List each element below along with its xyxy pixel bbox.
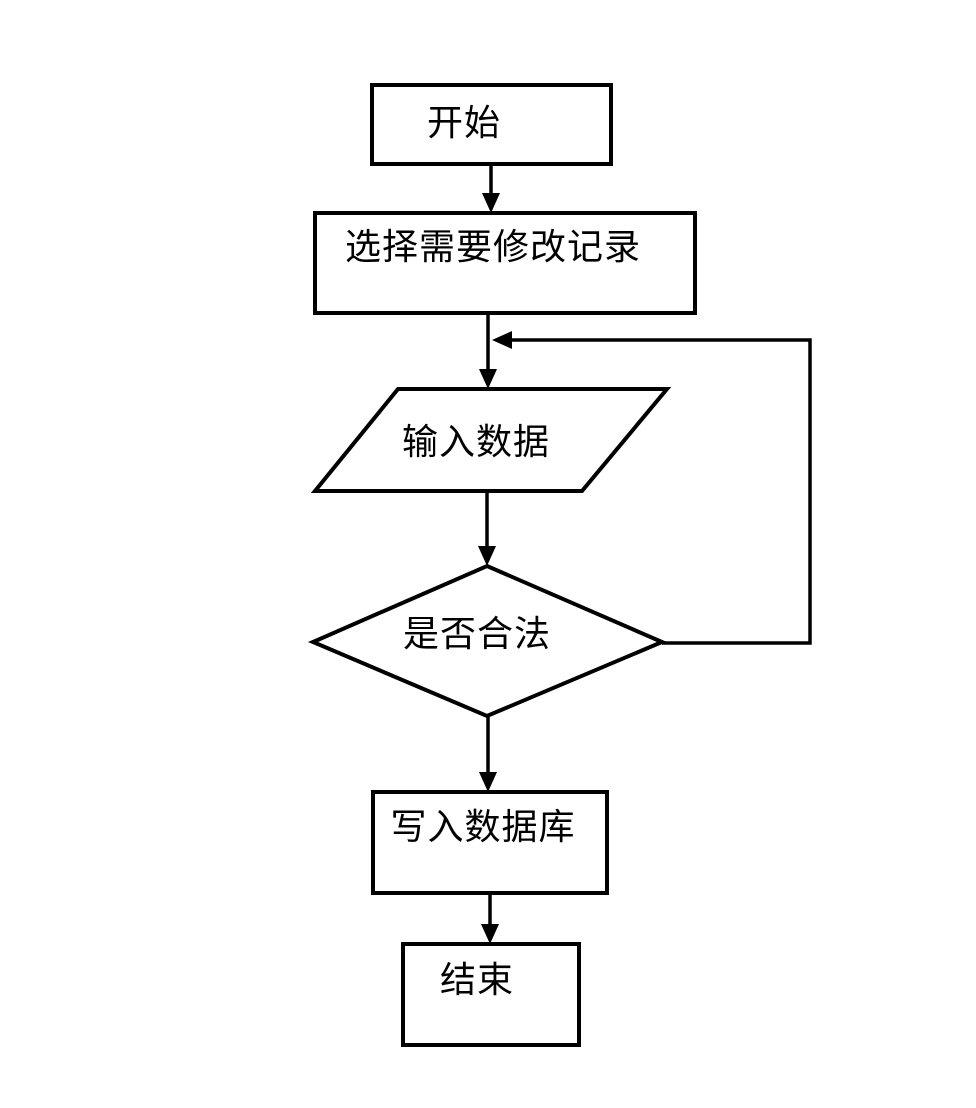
start-node-label: 开始 <box>426 103 501 143</box>
write-db-node-label: 写入数据库 <box>390 807 576 847</box>
input-data-node-shape <box>310 387 672 493</box>
arrowhead-write-to-end <box>481 924 499 944</box>
decision-node-shape <box>307 563 668 719</box>
arrowhead-input-to-decision <box>478 546 496 566</box>
arrowhead-start-to-select <box>482 193 500 213</box>
end-node-label: 结束 <box>439 960 514 1000</box>
arrowhead-decision-to-write <box>479 772 497 792</box>
connector-loop-back <box>510 338 812 645</box>
decision-node-label: 是否合法 <box>402 614 551 654</box>
end-node-shape <box>401 942 581 1047</box>
start-node-shape <box>370 83 613 166</box>
arrowhead-loop-back <box>492 331 512 349</box>
write-db-node-shape <box>371 790 609 895</box>
select-record-node-label: 选择需要修改记录 <box>344 227 641 267</box>
select-record-node-shape <box>313 211 697 315</box>
input-data-node-label: 输入数据 <box>401 422 550 462</box>
arrowhead-select-to-input <box>479 369 497 389</box>
